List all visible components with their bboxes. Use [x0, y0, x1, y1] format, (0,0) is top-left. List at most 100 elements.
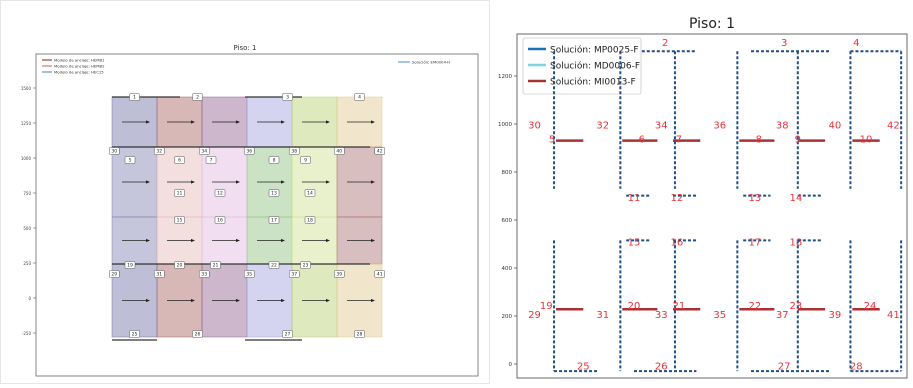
right-legend-entry: Solución: MP0025-F [550, 45, 639, 56]
left-arrow-head [371, 180, 375, 184]
left-node-label: 16 [217, 218, 223, 224]
right-node-label: 21 [672, 301, 685, 312]
right-node-label: 12 [671, 193, 684, 204]
left-node-label-box [154, 270, 165, 278]
left-node-label: 17 [271, 218, 277, 224]
left-node-label: 23 [303, 263, 309, 269]
left-node-label-box [199, 147, 210, 155]
right-node-label: 29 [528, 310, 541, 321]
right-node-label: 13 [749, 193, 762, 204]
left-node-label: 18 [307, 218, 313, 224]
left-arrow-head [146, 238, 150, 243]
right-node-label: 31 [596, 310, 609, 321]
left-node-label-box [174, 156, 185, 164]
left-node-label-box [214, 216, 226, 224]
right-node-label: 20 [628, 301, 641, 312]
left-node-label-box [174, 189, 185, 197]
left-node-label: 3 [286, 95, 289, 101]
left-node-label: 35 [246, 272, 252, 278]
left-y-tick-label: 1250 [21, 121, 32, 126]
left-node-label-box [124, 156, 136, 164]
left-node-label-box [109, 147, 120, 155]
left-node-label: 8 [273, 158, 276, 164]
left-node-label-box [304, 189, 316, 197]
left-node-label-box [268, 261, 280, 269]
right-node-label: 26 [655, 361, 668, 372]
left-node-label: 5 [129, 158, 132, 164]
left-arrow-head [236, 120, 240, 124]
left-arrow-head [191, 120, 195, 124]
left-node-label-box [214, 189, 226, 197]
left-node-label: 20 [177, 263, 183, 269]
left-node-label-box [289, 147, 300, 155]
right-y-tick-label: 1200 [498, 74, 512, 80]
left-arrow-head [281, 120, 285, 124]
left-node-label-box [300, 156, 311, 164]
left-node-label: 11 [177, 191, 183, 197]
left-legend-entry: Modelo de anclaje: HEMB2 [54, 64, 105, 69]
right-node-label: 7 [676, 134, 682, 145]
left-y-tick-label: 1000 [21, 156, 32, 161]
left-node-label: 42 [377, 149, 383, 155]
right-node-label: 6 [639, 134, 645, 145]
left-node-label: 26 [195, 332, 201, 338]
left-arrow-head [236, 238, 240, 243]
right-node-label: 18 [789, 238, 802, 249]
left-node-label-box [304, 216, 316, 224]
left-legend-entry: Modelo de anclaje: HEMB1 [54, 58, 105, 63]
left-node-label-box [109, 270, 120, 278]
left-node-label-box [334, 147, 345, 155]
left-node-label: 28 [357, 332, 363, 338]
right-node-label: 36 [713, 121, 726, 132]
left-node-label: 37 [291, 272, 297, 278]
left-arrow-head [191, 180, 195, 184]
left-node-label: 34 [201, 149, 207, 155]
left-legend-solution: Solución: EM0004-H [412, 60, 450, 65]
left-y-tick-label: 500 [23, 226, 31, 231]
right-y-tick-label: 400 [502, 266, 513, 272]
left-node-label: 41 [377, 272, 383, 278]
left-node-label: 27 [285, 332, 291, 338]
left-arrow-head [236, 180, 240, 184]
right-chart-title: Piso: 1 [689, 16, 735, 32]
left-node-label-box [289, 270, 300, 278]
left-node-label: 7 [210, 158, 213, 164]
left-arrow-head [326, 298, 330, 303]
left-node-label: 2 [196, 95, 199, 101]
left-node-label-box [174, 261, 185, 269]
left-legend-entry: Modelo de anclaje: HEC15 [54, 70, 104, 75]
left-node-label-box [205, 156, 217, 164]
left-node-label-box [154, 147, 165, 155]
right-node-label: 19 [540, 301, 553, 312]
right-node-label: 42 [887, 121, 900, 132]
right-node-label: 41 [887, 310, 900, 321]
left-node-label-box [244, 147, 255, 155]
left-arrow-head [281, 238, 285, 243]
left-node-label: 12 [217, 191, 223, 197]
left-axes-frame [35, 53, 479, 377]
left-node-label: 22 [271, 263, 277, 269]
left-node-label: 40 [336, 149, 342, 155]
left-node-label: 30 [111, 149, 117, 155]
left-node-label-box [129, 330, 140, 338]
left-y-tick-label: -250 [22, 331, 32, 336]
right-node-label: 25 [577, 361, 590, 372]
right-node-label: 34 [655, 121, 668, 132]
right-node-label: 28 [850, 361, 863, 372]
right-node-label: 8 [756, 134, 762, 145]
left-node-label: 19 [127, 263, 133, 269]
left-node-label-box [354, 93, 365, 101]
left-arrow-head [371, 238, 375, 243]
left-node-label-box [199, 270, 210, 278]
left-arrow-head [326, 238, 330, 243]
right-node-label: 39 [828, 310, 841, 321]
right-node-label: 24 [864, 301, 877, 312]
left-node-label: 29 [111, 272, 117, 278]
left-node-label-box [354, 330, 365, 338]
left-node-label: 1 [133, 95, 136, 101]
right-node-label: 4 [853, 38, 859, 49]
right-node-label: 33 [655, 310, 668, 321]
